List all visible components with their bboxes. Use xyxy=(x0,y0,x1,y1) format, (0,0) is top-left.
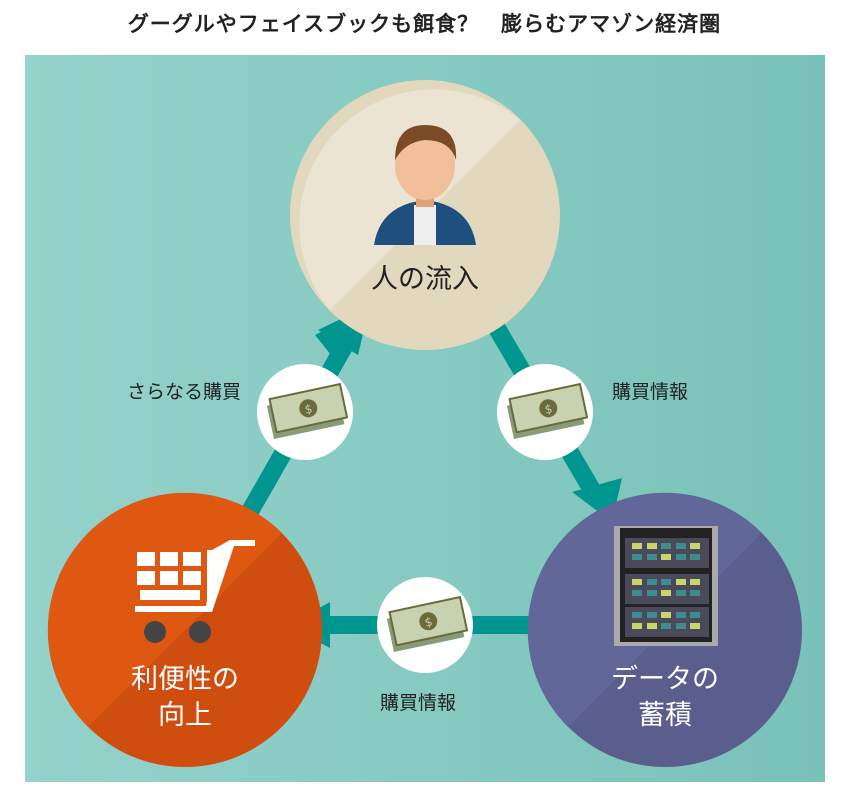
money-icon: $ xyxy=(506,382,589,440)
shopping-cart-icon xyxy=(135,540,255,643)
server-icon xyxy=(614,526,718,646)
money-badge-right: $ xyxy=(497,364,593,460)
node-convenience-line2: 向上 xyxy=(158,700,212,731)
edge-label-data-to-convenience: 購買情報 xyxy=(380,692,457,714)
svg-text:$: $ xyxy=(303,402,313,417)
page-title: グーグルやフェイスブックも餌食？ 膨らむアマゾン経済圏 xyxy=(127,12,722,36)
node-people-label: 人の流入 xyxy=(371,264,479,295)
node-data xyxy=(527,492,802,767)
svg-text:$: $ xyxy=(543,402,553,417)
money-icon: $ xyxy=(266,382,349,440)
node-data-line1: データの xyxy=(611,664,719,695)
node-people xyxy=(290,80,560,350)
node-convenience-label: 利便性の 向上 xyxy=(85,662,285,734)
node-data-line2: 蓄積 xyxy=(638,700,692,731)
money-badge-bottom: $ xyxy=(377,577,473,673)
svg-text:$: $ xyxy=(423,615,433,630)
node-convenience-line1: 利便性の xyxy=(131,664,239,695)
person-icon xyxy=(374,125,476,245)
edge-label-convenience-to-people: さらなる購買 xyxy=(127,381,242,403)
money-icon: $ xyxy=(386,595,469,653)
edge-label-people-to-data: 購買情報 xyxy=(612,381,689,403)
money-badge-left: $ xyxy=(257,364,353,460)
node-data-label: データの 蓄積 xyxy=(565,662,765,734)
node-convenience xyxy=(47,492,322,767)
